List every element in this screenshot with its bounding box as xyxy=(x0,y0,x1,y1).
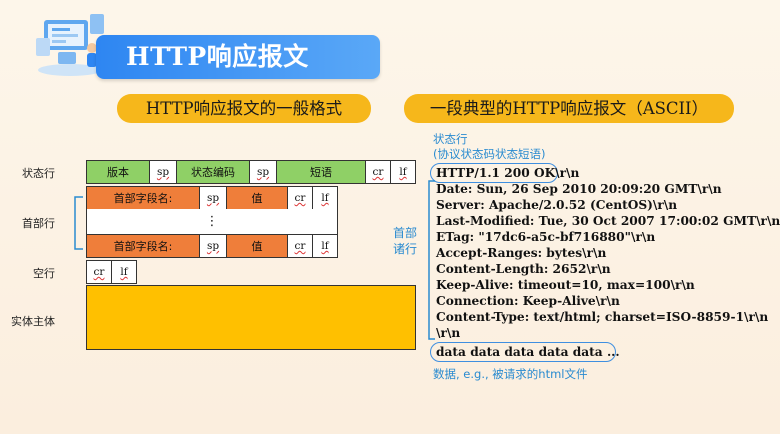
header-line: Content-Length: 2652\r\n xyxy=(436,262,611,276)
version-cell: 版本 xyxy=(86,160,150,184)
entity-body-label: 实体主体 xyxy=(11,315,55,328)
page-title: HTTP响应报文 xyxy=(126,42,309,71)
ellipsis-row: ⋮ xyxy=(86,209,338,235)
header-line: Content-Type: text/html; charset=ISO-885… xyxy=(436,310,769,324)
header-line: ETag: "17dc6-a5c-bf716880"\r\n xyxy=(436,230,656,244)
sp-cell: sp xyxy=(199,234,227,258)
header-line: Accept-Ranges: bytes\r\n xyxy=(436,246,607,260)
cr-cell: cr xyxy=(86,260,112,284)
header-line: Keep-Alive: timeout=10, max=100\r\n xyxy=(436,278,695,292)
status-note-subtitle: (协议状态码状态短语) xyxy=(433,147,546,161)
header-line: Last-Modified: Tue, 30 Oct 2007 17:00:02… xyxy=(436,214,780,228)
entity-body-box xyxy=(86,285,416,350)
body-note: 数据, e.g., 被请求的html文件 xyxy=(433,367,588,381)
title-banner xyxy=(96,35,380,79)
lf-cell: lf xyxy=(111,260,137,284)
lf-cell: lf xyxy=(312,186,338,210)
value-cell: 值 xyxy=(226,186,288,210)
lf-cell: lf xyxy=(390,160,416,184)
status-line-highlight xyxy=(430,163,558,183)
header-lines-label: 首部行 xyxy=(22,217,55,230)
cr-cell: cr xyxy=(287,186,313,210)
header-line: \r\n xyxy=(436,326,461,340)
phrase-cell: 短语 xyxy=(276,160,366,184)
cr-cell: cr xyxy=(365,160,391,184)
field-name-cell: 首部字段名: xyxy=(86,186,200,210)
header-bracket xyxy=(70,196,84,250)
status-note-title: 状态行 xyxy=(433,132,468,146)
value-cell: 值 xyxy=(226,234,288,258)
header-note-1: 首部 xyxy=(393,226,418,240)
sp-cell: sp xyxy=(249,160,277,184)
header-lines-bracket xyxy=(426,180,436,340)
status-code-cell: 状态编码 xyxy=(176,160,250,184)
cr-cell: cr xyxy=(287,234,313,258)
status-line-label: 状态行 xyxy=(22,167,55,180)
status-line-text: HTTP/1.1 200 OK\r\n xyxy=(436,166,580,180)
format-heading: HTTP响应报文的一般格式 xyxy=(117,94,371,123)
body-line-text: data data data data data ... xyxy=(436,345,620,359)
sp-cell: sp xyxy=(149,160,177,184)
field-name-cell: 首部字段名: xyxy=(86,234,200,258)
body-line-highlight xyxy=(430,342,616,362)
header-line: Server: Apache/2.0.52 (CentOS)\r\n xyxy=(436,198,678,212)
blank-line-label: 空行 xyxy=(33,267,55,280)
illustration-icon xyxy=(30,8,112,80)
sp-cell: sp xyxy=(199,186,227,210)
example-heading: 一段典型的HTTP响应报文（ASCII） xyxy=(404,94,734,123)
header-line: Connection: Keep-Alive\r\n xyxy=(436,294,620,308)
header-line: Date: Sun, 26 Sep 2010 20:09:20 GMT\r\n xyxy=(436,182,722,196)
header-note-2: 诸行 xyxy=(393,242,418,256)
lf-cell: lf xyxy=(312,234,338,258)
